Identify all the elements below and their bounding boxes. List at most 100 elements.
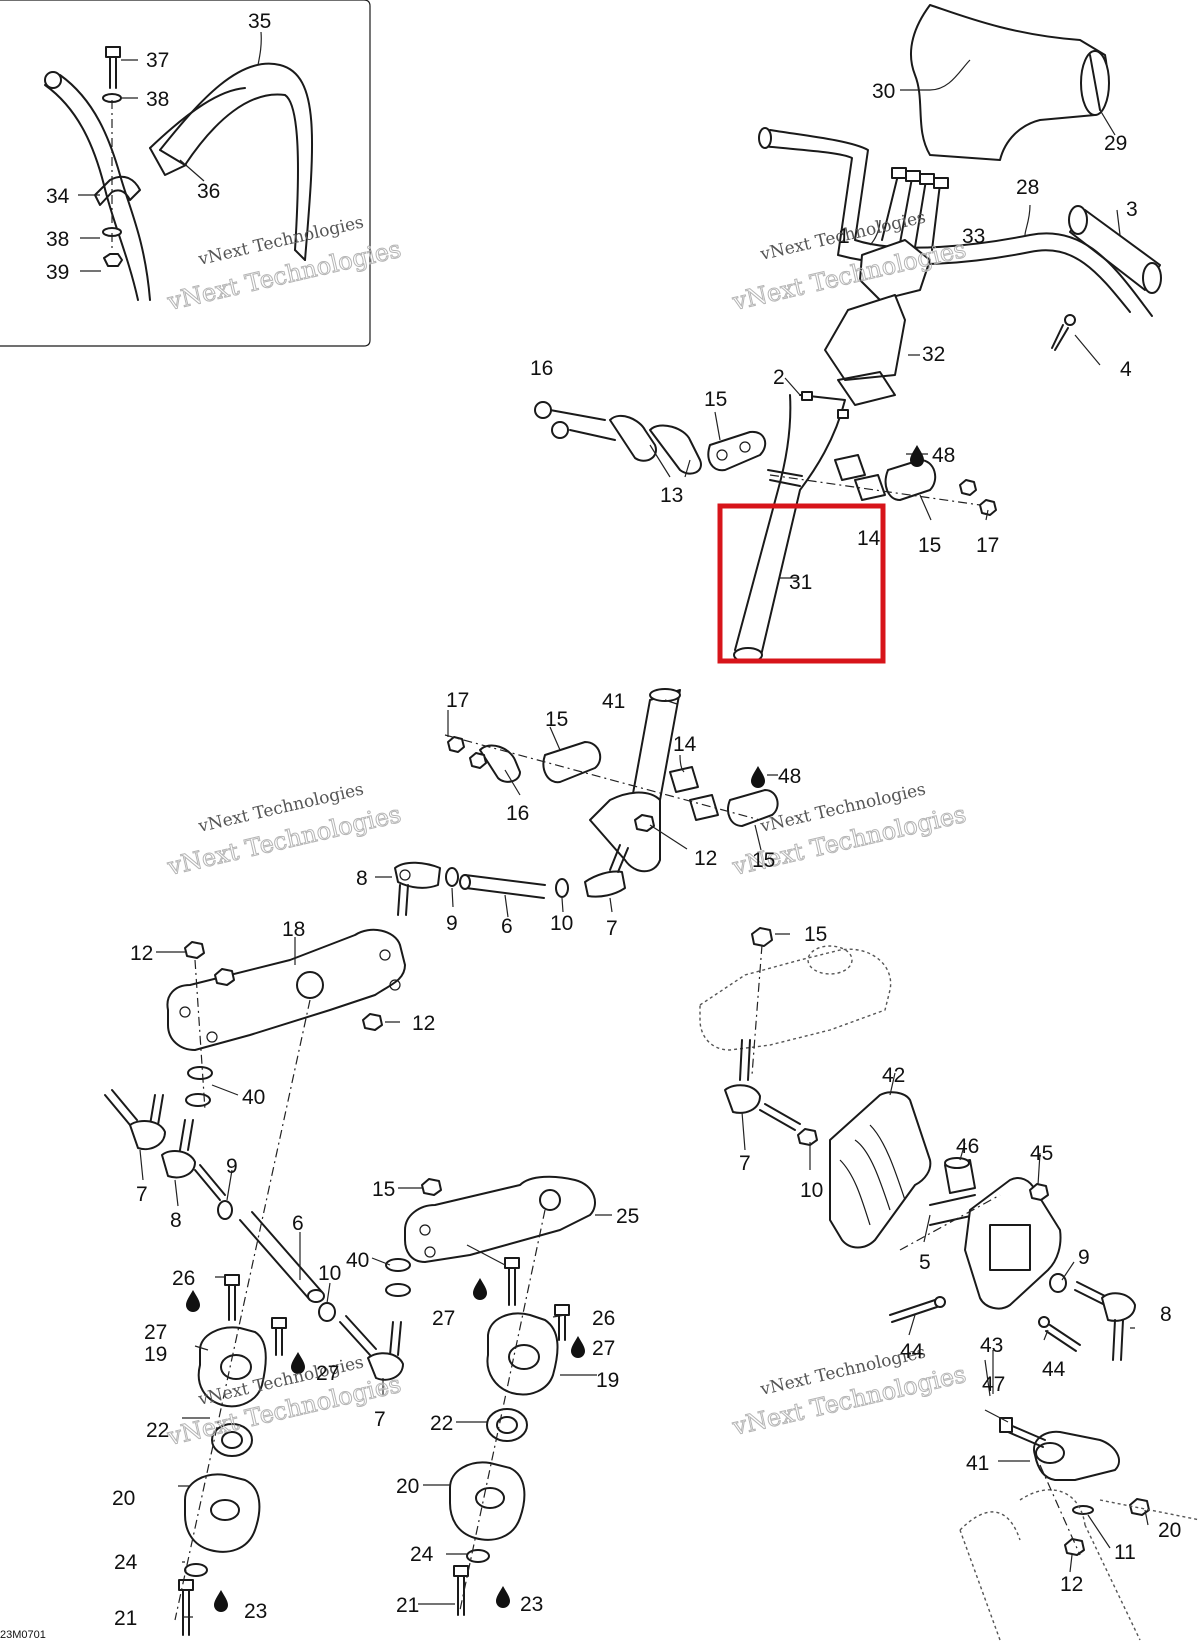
upper-assembly bbox=[534, 4, 1162, 663]
highlight-box bbox=[717, 503, 886, 664]
callout-14: 14 bbox=[673, 733, 697, 756]
callout-29: 29 bbox=[1104, 132, 1127, 155]
callout-12: 12 bbox=[1060, 1573, 1083, 1596]
callout-22: 22 bbox=[430, 1412, 453, 1435]
callout-10: 10 bbox=[550, 912, 573, 935]
callout-48: 48 bbox=[932, 444, 955, 467]
callout-27: 27 bbox=[592, 1337, 615, 1360]
callout-8: 8 bbox=[356, 867, 368, 890]
callout-22: 22 bbox=[146, 1419, 169, 1442]
callout-30: 30 bbox=[872, 80, 895, 103]
callout-20: 20 bbox=[1158, 1519, 1181, 1542]
callout-17: 17 bbox=[446, 689, 469, 712]
callout-25: 25 bbox=[616, 1205, 639, 1228]
callout-7: 7 bbox=[136, 1183, 148, 1206]
callout-23: 23 bbox=[244, 1600, 267, 1623]
callout-18: 18 bbox=[282, 918, 305, 941]
callout-24: 24 bbox=[410, 1543, 434, 1566]
grease-icon bbox=[291, 1352, 305, 1374]
callout-9: 9 bbox=[226, 1155, 238, 1178]
leader-lines bbox=[139, 699, 1149, 1618]
callout-46: 46 bbox=[956, 1135, 979, 1158]
callout-15: 15 bbox=[372, 1178, 395, 1201]
callout-8: 8 bbox=[170, 1209, 182, 1232]
callout-41: 41 bbox=[966, 1452, 989, 1475]
callout-27: 27 bbox=[144, 1321, 167, 1344]
callout-6: 6 bbox=[292, 1212, 304, 1235]
grease-icon bbox=[186, 1290, 200, 1312]
callout-17: 17 bbox=[976, 534, 999, 557]
callout-12: 12 bbox=[130, 942, 153, 965]
callout-31: 31 bbox=[789, 571, 812, 594]
callout-7: 7 bbox=[739, 1152, 751, 1175]
inset-detail bbox=[0, 0, 371, 347]
grease-icon bbox=[910, 445, 924, 467]
callout-16: 16 bbox=[530, 357, 553, 380]
callout-21: 21 bbox=[396, 1594, 419, 1617]
callout-43: 43 bbox=[980, 1334, 1003, 1357]
callout-3: 3 bbox=[1126, 198, 1138, 221]
callout-39: 39 bbox=[46, 261, 69, 284]
callout-20: 20 bbox=[112, 1487, 135, 1510]
callout-21: 21 bbox=[114, 1607, 137, 1630]
callout-27: 27 bbox=[316, 1362, 339, 1385]
callout-2: 2 bbox=[773, 366, 785, 389]
callout-38: 38 bbox=[146, 88, 169, 111]
callout-11: 11 bbox=[1114, 1541, 1136, 1564]
callout-labels: 35 37 38 34 36 38 39 30 29 28 3 1 33 32 … bbox=[46, 10, 1181, 1630]
callout-40: 40 bbox=[242, 1086, 265, 1109]
callout-15: 15 bbox=[804, 923, 827, 946]
callout-34: 34 bbox=[46, 185, 70, 208]
callout-41: 41 bbox=[602, 690, 625, 713]
callout-1: 1 bbox=[838, 225, 850, 248]
callout-9: 9 bbox=[446, 912, 458, 935]
callout-10: 10 bbox=[318, 1262, 341, 1285]
callout-15: 15 bbox=[752, 849, 775, 872]
callout-15: 15 bbox=[704, 388, 727, 411]
callout-23: 23 bbox=[520, 1593, 543, 1616]
callout-44: 44 bbox=[1042, 1358, 1066, 1381]
grease-icon bbox=[751, 766, 765, 788]
grease-icon bbox=[496, 1586, 510, 1608]
callout-10: 10 bbox=[800, 1179, 823, 1202]
callout-27: 27 bbox=[432, 1307, 455, 1330]
callout-16: 16 bbox=[506, 802, 529, 825]
callout-37: 37 bbox=[146, 49, 169, 72]
middle-assembly bbox=[394, 688, 779, 916]
callout-14: 14 bbox=[857, 527, 881, 550]
grease-icon bbox=[473, 1278, 487, 1300]
callout-9: 9 bbox=[1078, 1246, 1090, 1269]
callout-20: 20 bbox=[396, 1475, 419, 1498]
callout-24: 24 bbox=[114, 1551, 138, 1574]
callout-13: 13 bbox=[660, 484, 683, 507]
lower-right-assembly bbox=[699, 927, 1200, 1641]
callout-4: 4 bbox=[1120, 358, 1132, 381]
callout-44: 44 bbox=[900, 1340, 924, 1363]
callout-38: 38 bbox=[46, 228, 69, 251]
callout-47: 47 bbox=[982, 1373, 1005, 1396]
callout-42: 42 bbox=[882, 1064, 905, 1087]
callout-28: 28 bbox=[1016, 176, 1039, 199]
callout-45: 45 bbox=[1030, 1142, 1053, 1165]
callout-7: 7 bbox=[374, 1408, 386, 1431]
diagram-code: 23M0701 bbox=[0, 1629, 46, 1641]
grease-icon bbox=[571, 1336, 585, 1358]
callout-8: 8 bbox=[1160, 1303, 1172, 1326]
callout-6: 6 bbox=[501, 915, 513, 938]
callout-15: 15 bbox=[545, 708, 568, 731]
callout-7: 7 bbox=[606, 917, 618, 940]
callout-33: 33 bbox=[962, 225, 985, 248]
callout-19: 19 bbox=[596, 1369, 619, 1392]
callout-26: 26 bbox=[592, 1307, 615, 1330]
lower-left-assembly bbox=[104, 928, 596, 1636]
grease-symbols bbox=[186, 445, 924, 1612]
callout-12: 12 bbox=[694, 847, 717, 870]
callout-32: 32 bbox=[922, 343, 945, 366]
callout-15: 15 bbox=[918, 534, 941, 557]
callout-36: 36 bbox=[197, 180, 220, 203]
grease-icon bbox=[214, 1590, 228, 1612]
callout-12: 12 bbox=[412, 1012, 435, 1035]
callout-19: 19 bbox=[144, 1343, 167, 1366]
callout-5: 5 bbox=[919, 1251, 931, 1274]
